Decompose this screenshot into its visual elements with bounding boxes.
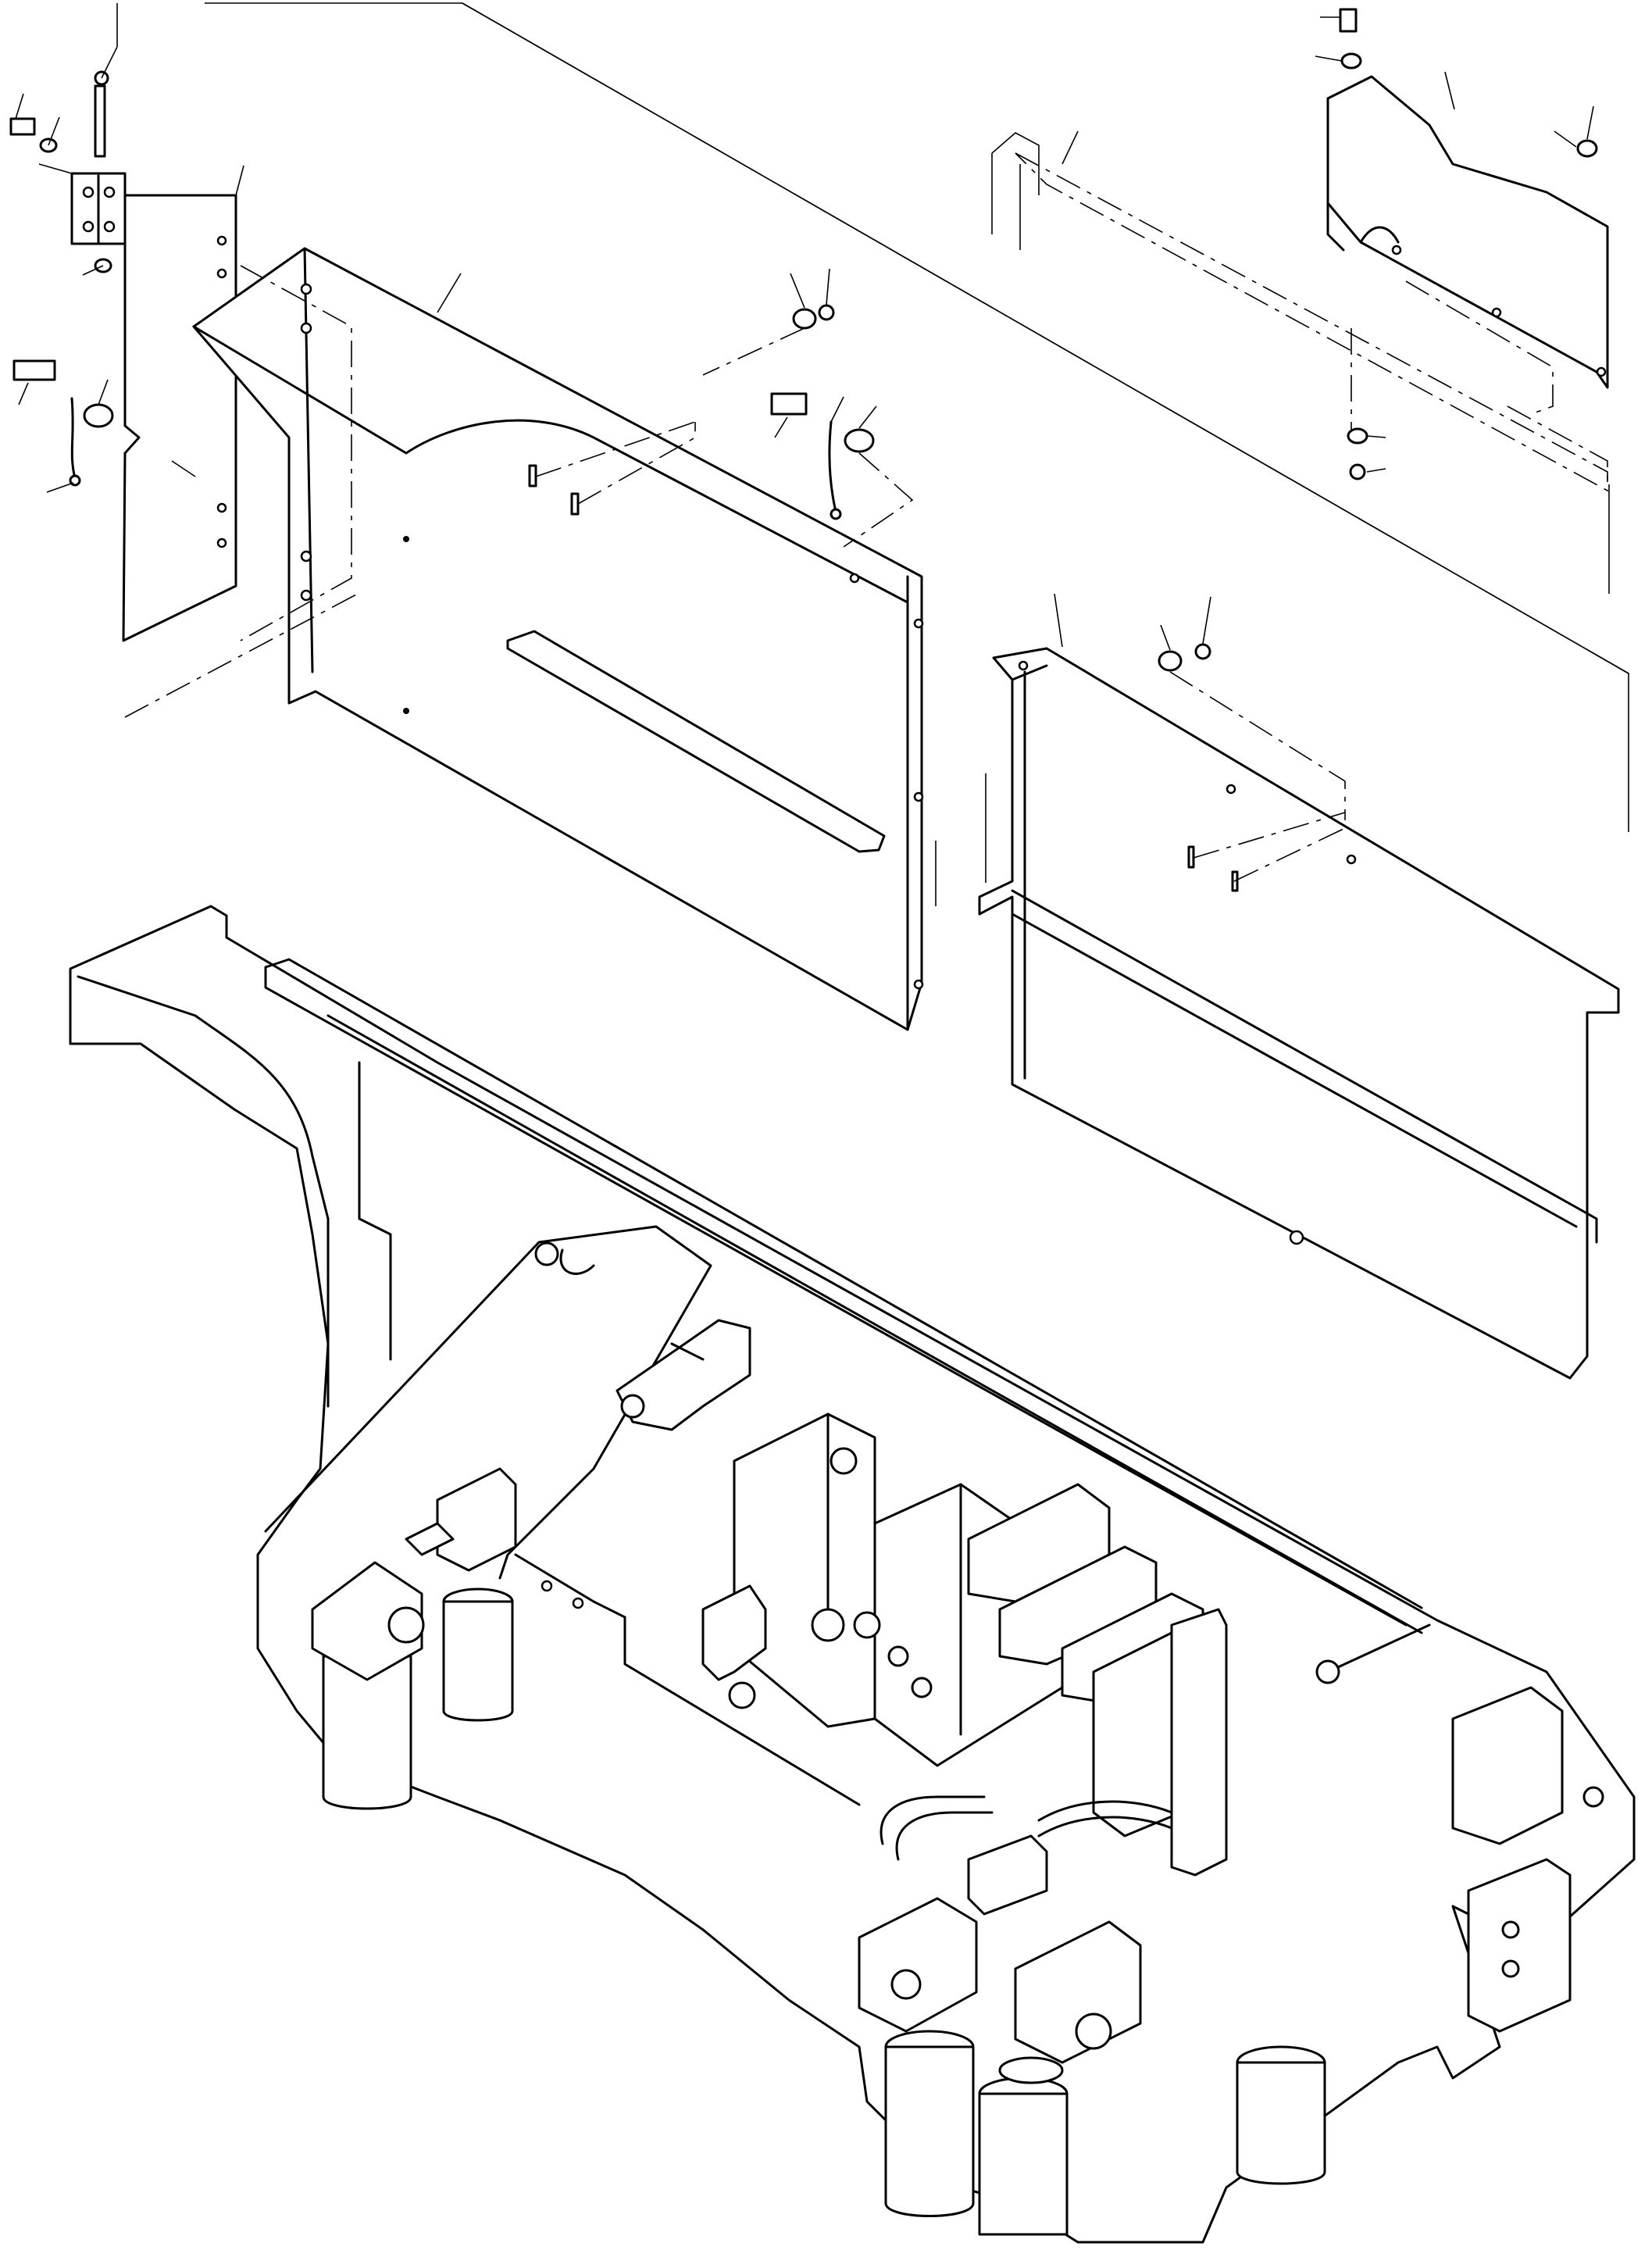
washer-lower: [1347, 427, 1368, 445]
mount-boss: [534, 1241, 559, 1266]
nut: [1194, 643, 1211, 660]
hinge-hardware-group: [9, 3, 127, 276]
washer-top: [1340, 52, 1362, 70]
reference-line: [205, 2, 1629, 832]
center-fastener-group: [702, 268, 914, 548]
nut: [818, 304, 835, 321]
filter-housing-bottom-1: [884, 2045, 975, 2217]
bolt-lanyard-group: [12, 359, 114, 493]
screw-top: [1339, 8, 1358, 33]
knob-washer: [844, 428, 875, 453]
main-left-panel: [124, 247, 924, 1031]
mount-boss-right: [1315, 1659, 1340, 1684]
washer: [1158, 650, 1183, 672]
filter-housing-bottom-2: [978, 2092, 1069, 2236]
cap-screw: [12, 359, 56, 381]
lower-frame-assembly: [69, 905, 1636, 2244]
panel-slot: [506, 630, 886, 853]
washer: [792, 308, 817, 330]
nut-right: [1576, 139, 1598, 158]
solenoid-valve-top: [615, 1319, 751, 1431]
lanyard: [828, 420, 837, 513]
cap-screw: [770, 392, 808, 416]
bolt: [9, 117, 36, 136]
filter-housing-bottom-3: [1236, 2061, 1326, 2185]
filter-housing-center: [442, 1600, 514, 1722]
upper-right-cover: [1315, 8, 1609, 484]
left-cover-plate: [122, 165, 244, 642]
hinge-pin: [94, 84, 106, 158]
phantom-rail: [991, 130, 1610, 594]
nut-lower: [1349, 463, 1366, 480]
knob-washer: [83, 403, 114, 428]
lanyard: [70, 397, 77, 480]
right-panel: [935, 593, 1620, 1380]
